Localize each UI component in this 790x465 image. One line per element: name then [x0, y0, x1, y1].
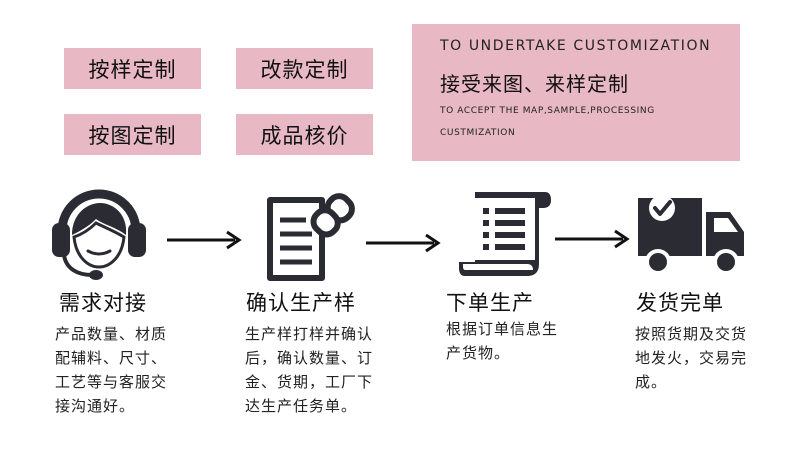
desc-line: 成。: [635, 373, 668, 391]
customization-banner: TO UNDERTAKE CUSTOMIZATION 接受来图、来样定制 TO …: [412, 24, 740, 161]
headset-person-icon: [52, 189, 146, 280]
banner-chinese-title: 接受来图、来样定制: [440, 72, 629, 96]
banner-subtitle-line2: CUSTMIZATION: [440, 128, 516, 138]
desc-line: 根据订单信息生: [446, 320, 559, 338]
desc-line: 后，确认数量、订: [245, 349, 374, 367]
step-title-production: 下单生产: [446, 291, 534, 315]
desc-line: 生产样打样并确认: [245, 325, 374, 343]
order-scroll-icon: [459, 192, 551, 276]
arrow-right-icon: [366, 233, 441, 253]
desc-line: 达生产任务单。: [245, 397, 358, 415]
desc-line: 接沟通好。: [55, 397, 136, 415]
step-desc-demand: 产品数量、材质 配辅料、尺寸、 工艺等与客服交 接沟通好。: [55, 322, 167, 418]
tag-modify-style: 改款定制: [236, 48, 373, 89]
desc-line: 产货物。: [446, 344, 511, 362]
document-link-icon: [267, 193, 355, 281]
desc-line: 工艺等与客服交: [55, 373, 168, 391]
delivery-truck-icon: [638, 195, 744, 275]
tag-finished-price: 成品核价: [236, 114, 373, 155]
step-desc-delivery: 按照货期及交货 地发火，交易完 成。: [635, 322, 747, 394]
step-title-confirm-sample: 确认生产样: [246, 291, 356, 315]
desc-line: 产品数量、材质: [55, 325, 168, 343]
step-title-demand: 需求对接: [59, 291, 147, 315]
banner-english-title: TO UNDERTAKE CUSTOMIZATION: [440, 38, 712, 54]
step-title-delivery: 发货完单: [636, 291, 724, 315]
desc-line: 金、货期，工厂下: [245, 373, 374, 391]
desc-line: 按照货期及交货: [635, 325, 748, 343]
banner-subtitle-line1: TO ACCEPT THE MAP,SAMPLE,PROCESSING: [440, 106, 655, 116]
desc-line: 地发火，交易完: [635, 349, 748, 367]
arrow-right-icon: [555, 229, 630, 249]
tag-by-drawing: 按图定制: [64, 114, 201, 155]
tag-by-sample: 按样定制: [64, 48, 201, 89]
step-desc-confirm-sample: 生产样打样并确认 后，确认数量、订 金、货期，工厂下 达生产任务单。: [245, 322, 373, 418]
arrow-right-icon: [167, 230, 242, 250]
desc-line: 配辅料、尺寸、: [55, 349, 168, 367]
step-desc-production: 根据订单信息生 产货物。: [446, 317, 558, 365]
